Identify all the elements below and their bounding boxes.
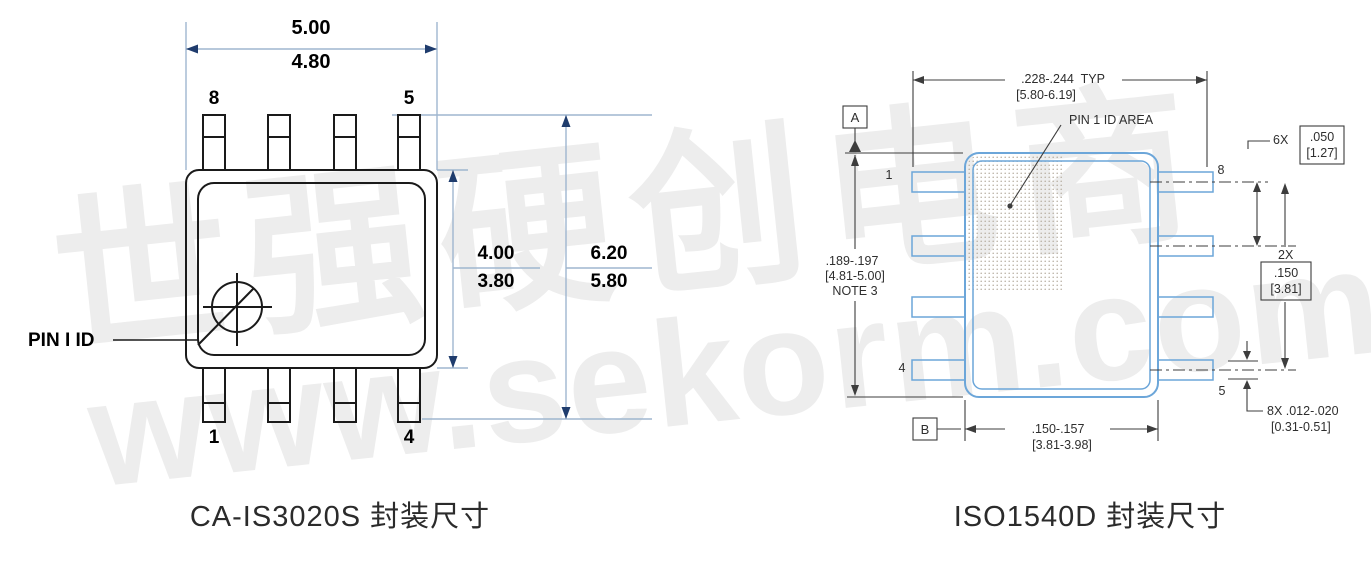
left-dim-body-min: 3.80: [477, 271, 515, 292]
left-dim-body-max: 4.00: [477, 243, 515, 264]
right-pitch-in: .050: [1309, 130, 1335, 144]
left-pin-number-5: 5: [403, 88, 415, 109]
left-pin1-diagonal: [197, 287, 255, 346]
left-dimension-lines: [185, 22, 652, 420]
left-dimension-arrows: [186, 44, 571, 419]
right-dim-top: .228-.244 TYP: [1021, 72, 1105, 86]
right-dim-top-mm: [5.80-6.19]: [1016, 88, 1076, 102]
left-pin-number-1: 1: [208, 427, 220, 448]
right-pin1-leader-line: [1010, 124, 1062, 205]
right-centerlines: [1150, 181, 1296, 371]
right-dim-left-mm: [4.81-5.00]: [825, 269, 885, 283]
right-dim-left-note: NOTE 3: [832, 284, 878, 298]
left-pin-number-4: 4: [403, 427, 415, 448]
right-right-pins: [1157, 171, 1214, 381]
right-pin-number-5: 5: [1218, 384, 1226, 398]
right-span-in: .150: [1273, 266, 1299, 280]
right-lead-width-mm: [0.31-0.51]: [1271, 420, 1331, 434]
right-pitch-count: 6X: [1273, 133, 1289, 147]
left-dim-overall-max: 6.20: [590, 243, 628, 264]
left-package-outline: [185, 114, 438, 423]
left-pin-number-8: 8: [208, 88, 220, 109]
left-caption: CA-IS3020S 封装尺寸: [189, 501, 491, 533]
right-dim-bottom-mm: [3.81-3.98]: [1032, 438, 1092, 452]
right-span-count: 2X: [1278, 248, 1294, 262]
right-pin-number-1: 1: [885, 168, 893, 182]
left-dim-width-min: 4.80: [291, 51, 331, 73]
right-pin1-leader-dot: [1007, 203, 1013, 209]
right-caption: ISO1540D 封装尺寸: [953, 501, 1227, 533]
right-dim-bottom-in: .150-.157: [1031, 422, 1085, 436]
diagram-linework: [113, 22, 1345, 441]
right-pitch-box: [1299, 125, 1345, 165]
right-left-pins: [911, 171, 966, 381]
right-pitch-mm: [1.27]: [1306, 146, 1338, 160]
left-dim-width-max: 5.00: [291, 17, 331, 39]
right-datum-a-label: A: [850, 110, 860, 125]
left-dim-overall-min: 5.80: [590, 271, 628, 292]
right-dimension-arrows: [849, 76, 1289, 433]
right-dim-left-in: .189-.197: [825, 254, 879, 268]
left-pin1-id-label: PIN I ID: [28, 330, 95, 351]
right-pin1-id-area-label: PIN 1 ID AREA: [1069, 113, 1154, 127]
right-lead-width: 8X .012-.020: [1267, 404, 1339, 418]
right-pin-number-8: 8: [1217, 163, 1225, 177]
right-pin1-id-stipple-area: [967, 155, 1063, 290]
right-datum-b-label: B: [920, 422, 930, 437]
right-pin-number-4: 4: [898, 361, 906, 375]
right-span-box: [1260, 261, 1312, 301]
right-span-mm: [3.81]: [1270, 282, 1302, 296]
left-pin1-crosshair: [203, 273, 272, 346]
